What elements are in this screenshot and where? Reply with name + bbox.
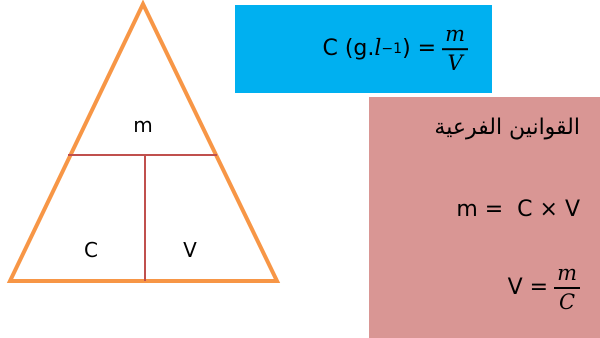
volume-equation: V = m C xyxy=(508,263,580,313)
formula-triangle xyxy=(6,0,281,283)
triangle-outline xyxy=(6,0,281,283)
formula-lhs-prefix: C (g. xyxy=(322,36,375,62)
triangle-label-volume: V xyxy=(183,238,197,262)
triangle-label-concentration: C xyxy=(84,238,98,262)
formula-unit-variable: l xyxy=(374,36,382,62)
volume-equation-fraction-bar xyxy=(554,287,580,289)
formula-fraction: m V xyxy=(442,24,468,74)
volume-equation-denominator: C xyxy=(559,289,576,314)
formula-denominator: V xyxy=(447,50,463,75)
triangle-label-mass: m xyxy=(133,113,153,137)
concentration-formula: C (g.l−1) = m V xyxy=(322,24,468,74)
formula-unit-exponent: −1 xyxy=(381,41,403,57)
mass-equation: m = C × V xyxy=(456,197,580,222)
volume-equation-fraction: m C xyxy=(554,263,580,313)
formula-lhs-suffix: ) = xyxy=(402,36,437,62)
volume-equation-lhs: V = xyxy=(507,275,549,301)
formula-numerator: m xyxy=(445,22,465,47)
concentration-formula-box: C (g.l−1) = m V xyxy=(235,5,492,93)
formula-fraction-bar xyxy=(442,48,468,50)
sub-laws-title: القوانين الفرعية xyxy=(434,115,580,140)
volume-equation-numerator: m xyxy=(557,261,577,285)
sub-laws-box: القوانين الفرعية m = C × V V = m C xyxy=(369,97,600,338)
